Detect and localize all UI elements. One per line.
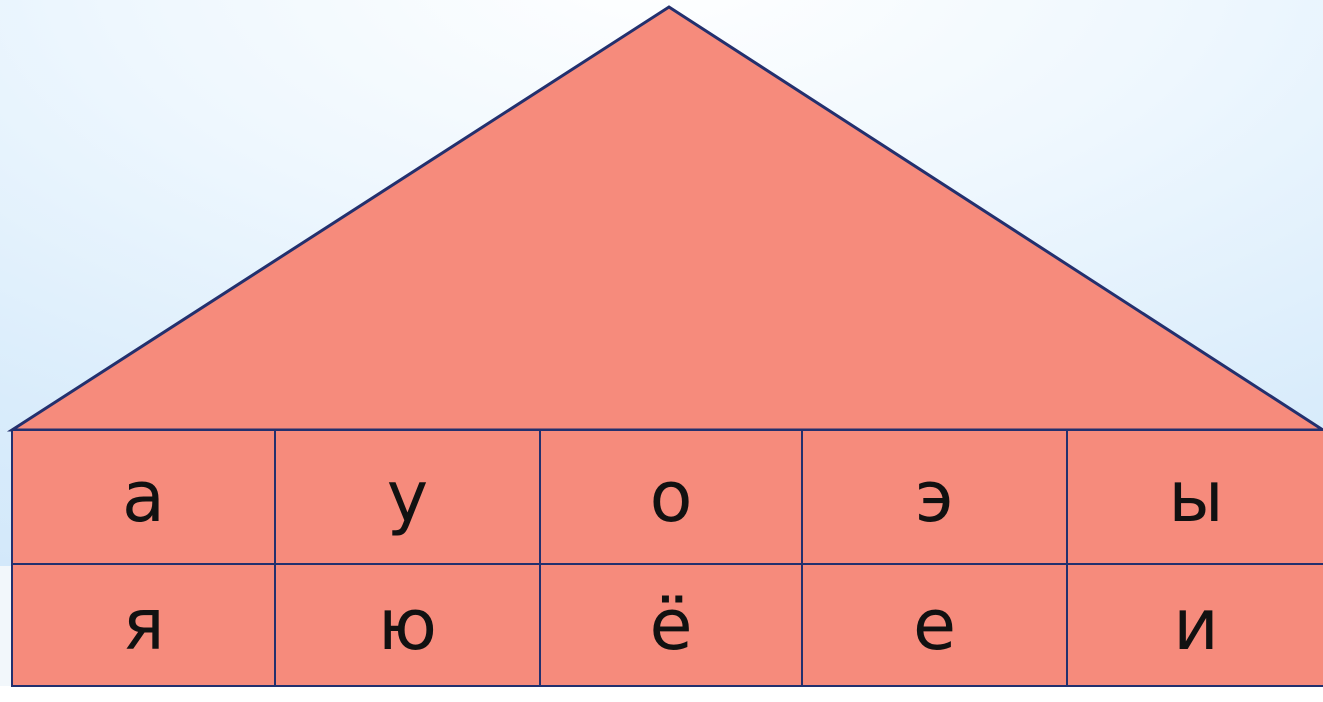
cell-soft-yo: ё [539, 563, 803, 687]
cell-hard-u: у [274, 429, 541, 565]
roof-triangle [6, 5, 1323, 432]
cell-soft-i: и [1066, 563, 1323, 687]
vowel-grid: а у о э ы я ю ё е и [11, 429, 1323, 687]
slide-bottom-band [0, 686, 1323, 702]
cell-hard-y: ы [1066, 429, 1323, 565]
cell-soft-ye: е [801, 563, 1068, 687]
cell-soft-yu: ю [274, 563, 541, 687]
cell-hard-a: а [11, 429, 276, 565]
cell-hard-e: э [801, 429, 1068, 565]
cell-soft-ya: я [11, 563, 276, 687]
cell-hard-o: о [539, 429, 803, 565]
slide-left-stripe [0, 566, 14, 702]
